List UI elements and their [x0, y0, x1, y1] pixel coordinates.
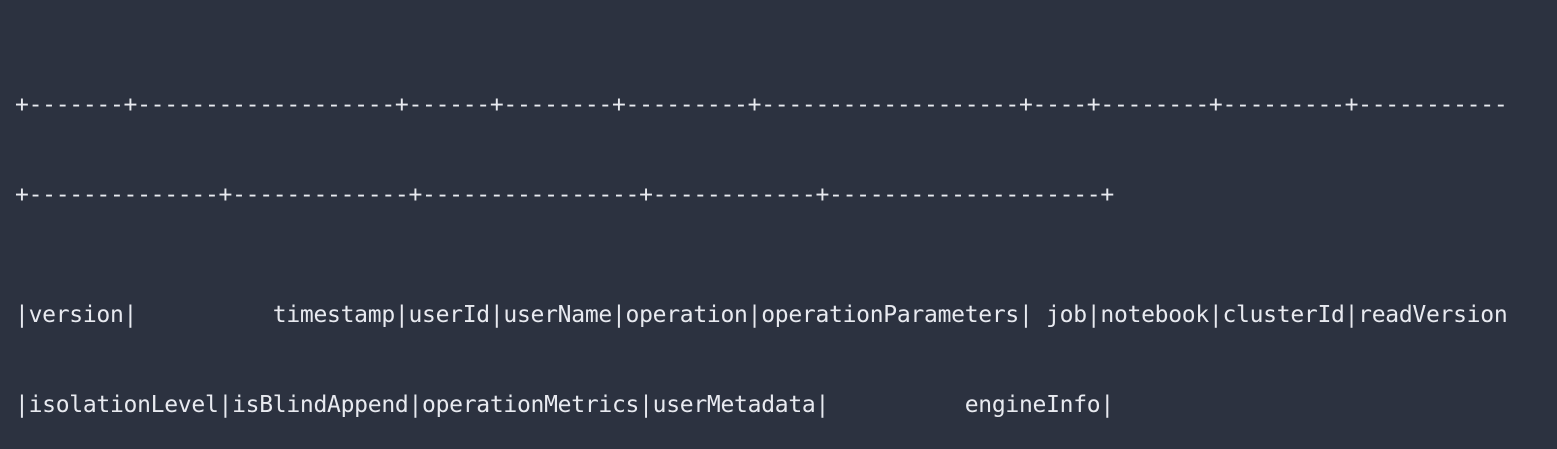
table-header-row-part2: |isolationLevel|isBlindAppend|operationM… — [15, 392, 1114, 418]
table-header-row-part1: |version| timestamp|userId|userName|oper… — [15, 302, 1508, 328]
table-border-top-part1: +-------+-------------------+------+----… — [15, 92, 1508, 118]
table-border-top-part2: +--------------+-------------+----------… — [15, 182, 1114, 208]
